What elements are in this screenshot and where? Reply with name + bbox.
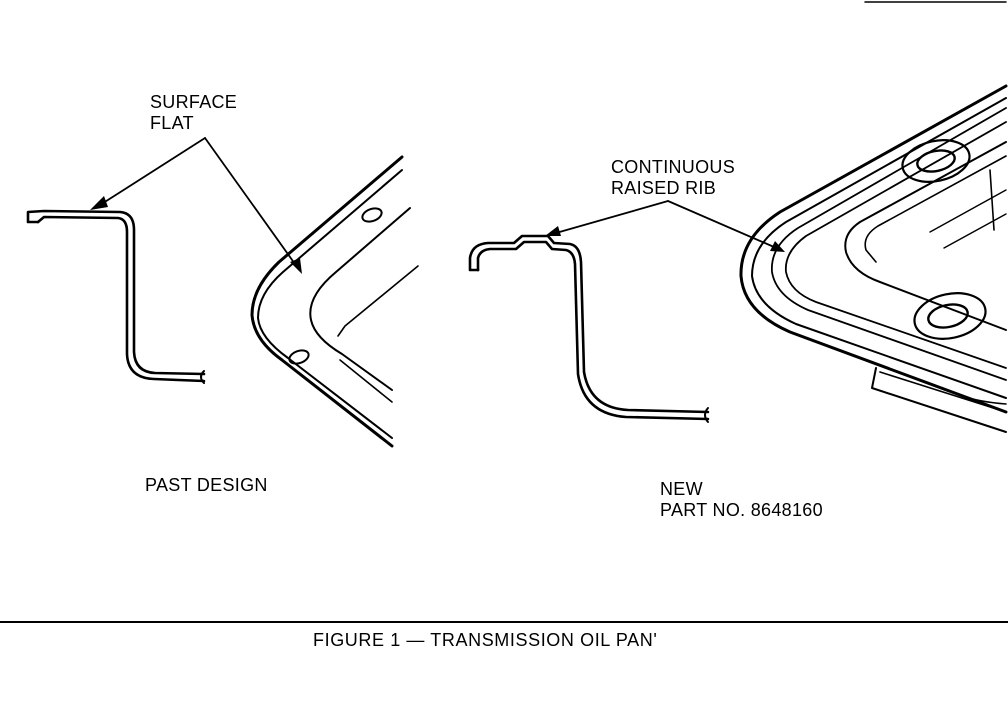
raised-rib-line1: CONTINUOUS <box>611 157 735 177</box>
new-part-line2: PART NO. 8648160 <box>660 500 823 520</box>
new-part-label: NEW PART NO. 8648160 <box>660 479 823 521</box>
past-design-pan-corner <box>250 155 419 448</box>
figure-caption: FIGURE 1 — TRANSMISSION OIL PAN' <box>313 630 658 650</box>
new-design-pan-corner <box>739 84 1008 433</box>
past-design-profile <box>26 209 206 384</box>
surface-flat-label: SURFACE FLAT <box>150 92 237 134</box>
surface-flat-line2: FLAT <box>150 113 194 133</box>
new-part-line1: NEW <box>660 479 703 499</box>
raised-rib-line2: RAISED RIB <box>611 178 717 198</box>
raised-rib-label: CONTINUOUS RAISED RIB <box>611 157 735 199</box>
past-design-label: PAST DESIGN <box>145 475 268 495</box>
new-design-profile <box>468 234 710 423</box>
surface-flat-leaders <box>90 137 302 274</box>
raised-rib-leaders <box>545 200 785 252</box>
surface-flat-line1: SURFACE <box>150 92 238 112</box>
